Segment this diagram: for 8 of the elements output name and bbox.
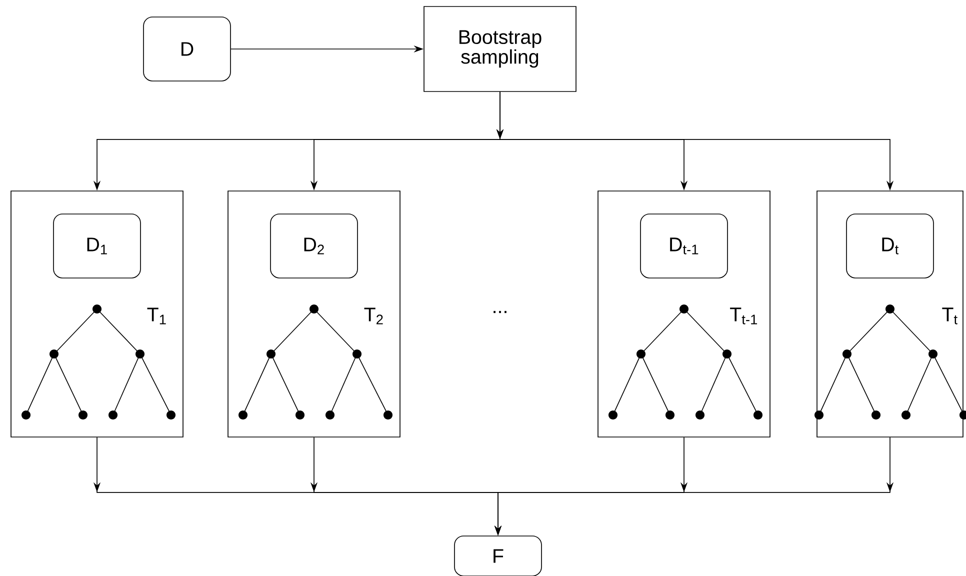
- data-box: D$_{t}$: [846, 214, 934, 278]
- data-box: D$_{t-1}$: [640, 214, 728, 278]
- data-box: D$_{1}$: [53, 214, 141, 278]
- data-box: D$_{2}$: [270, 214, 358, 278]
- ellipsis: ...: [494, 310, 506, 314]
- process-box: Bootstrap sampling: [424, 6, 576, 92]
- data-box: F: [454, 536, 542, 576]
- data-box: D: [143, 16, 231, 82]
